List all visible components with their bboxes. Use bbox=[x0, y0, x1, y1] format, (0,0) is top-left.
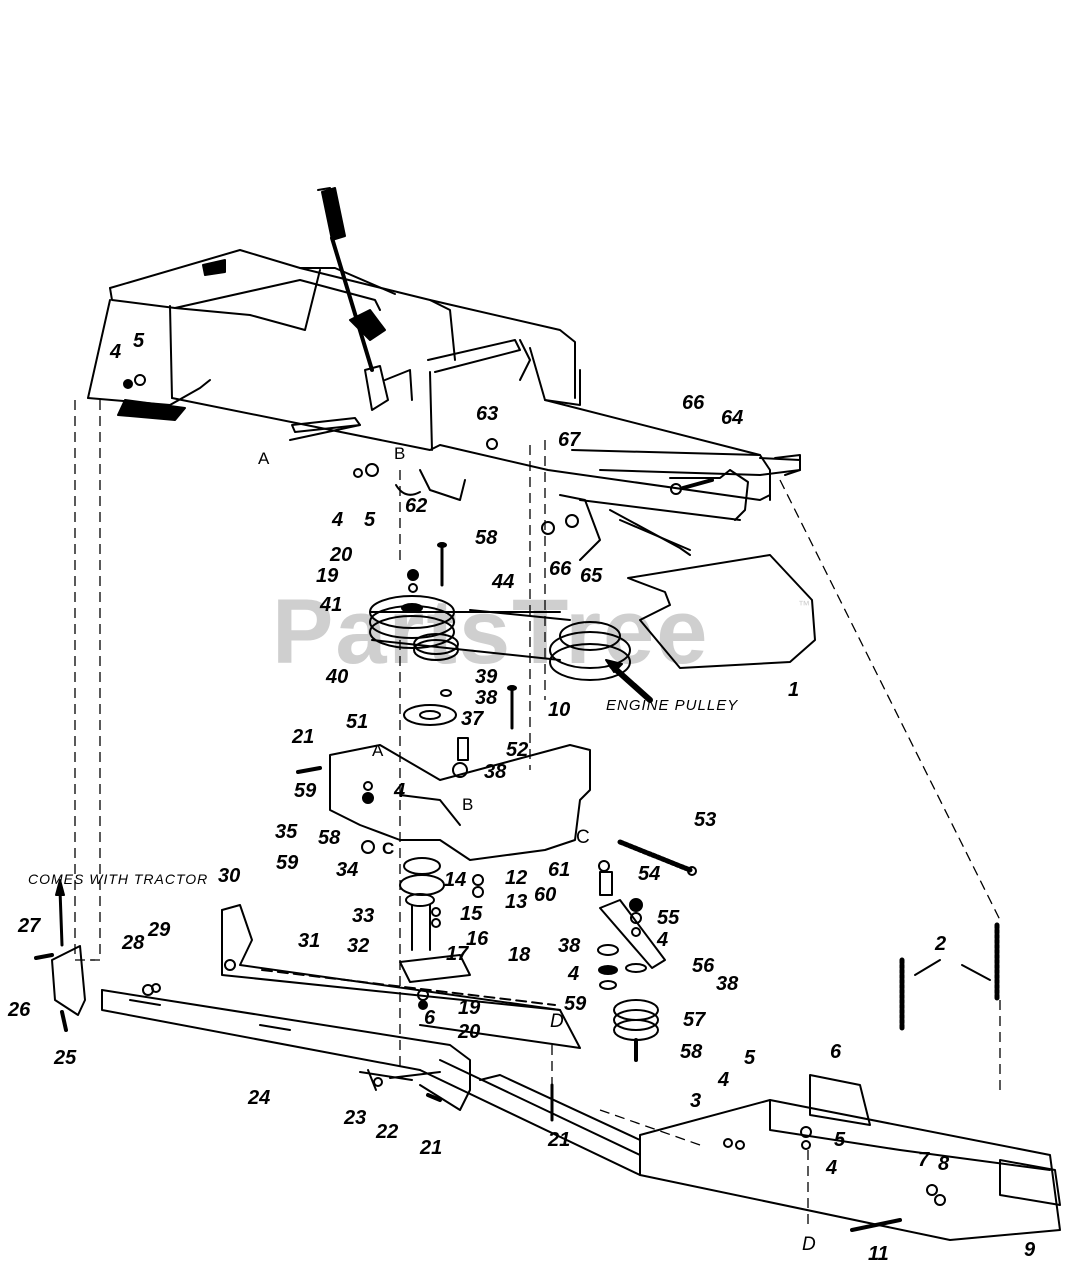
callout-1: 1 bbox=[788, 679, 800, 701]
callout-58: 58 bbox=[475, 527, 498, 549]
callout-2: 2 bbox=[935, 933, 947, 955]
callout-56: 56 bbox=[692, 955, 715, 977]
callout-24: 24 bbox=[248, 1087, 271, 1109]
callout-66: 66 bbox=[549, 558, 572, 580]
callout-4: 4 bbox=[332, 509, 344, 531]
callout-21: 21 bbox=[420, 1137, 443, 1159]
callout-4: 4 bbox=[568, 963, 580, 985]
callout-23: 23 bbox=[344, 1107, 367, 1129]
callout-30: 30 bbox=[218, 865, 241, 887]
callout-16: 16 bbox=[466, 928, 489, 950]
callout-21: 21 bbox=[292, 726, 315, 748]
callout-34: 34 bbox=[336, 859, 359, 881]
callout-5: 5 bbox=[133, 330, 145, 352]
callout-64: 64 bbox=[721, 407, 744, 429]
callout-4: 4 bbox=[110, 341, 122, 363]
callout-4: 4 bbox=[657, 929, 669, 951]
callout-3: 3 bbox=[690, 1090, 702, 1112]
callout-9: 9 bbox=[1024, 1239, 1036, 1261]
callout-40: 40 bbox=[326, 666, 349, 688]
ref-letter-c: C bbox=[382, 839, 395, 858]
ref-letter-a: A bbox=[258, 449, 270, 468]
callout-35: 35 bbox=[275, 821, 298, 843]
callout-52: 52 bbox=[506, 739, 529, 761]
callout-59: 59 bbox=[564, 993, 587, 1015]
ref-letter-b: B bbox=[462, 795, 474, 814]
callout-41: 41 bbox=[320, 594, 343, 616]
callout-6: 6 bbox=[424, 1007, 436, 1029]
callout-7: 7 bbox=[918, 1149, 930, 1171]
callout-57: 57 bbox=[683, 1009, 706, 1031]
callout-6: 6 bbox=[830, 1041, 842, 1063]
callout-28: 28 bbox=[122, 932, 145, 954]
callout-27: 27 bbox=[18, 915, 41, 937]
shift-lever bbox=[317, 187, 374, 372]
callout-15: 15 bbox=[460, 903, 483, 925]
callout-29: 29 bbox=[148, 919, 171, 941]
callout-38: 38 bbox=[484, 761, 507, 783]
ref-letter-d: D bbox=[802, 1234, 816, 1255]
callout-38: 38 bbox=[475, 687, 498, 709]
callout-5: 5 bbox=[364, 509, 376, 531]
tractor-frame bbox=[87, 249, 801, 561]
callout-19: 19 bbox=[458, 997, 481, 1019]
callout-37: 37 bbox=[461, 708, 484, 730]
callout-4: 4 bbox=[394, 780, 406, 802]
callout-66: 66 bbox=[682, 392, 705, 414]
callout-10: 10 bbox=[548, 699, 571, 721]
watermark-trademark: ™ bbox=[798, 598, 810, 612]
ref-letter-a: A bbox=[372, 741, 384, 760]
callout-4: 4 bbox=[718, 1069, 730, 1091]
callout-20: 20 bbox=[330, 544, 353, 566]
callout-25: 25 bbox=[54, 1047, 77, 1069]
callout-60: 60 bbox=[534, 884, 557, 906]
callout-20: 20 bbox=[458, 1021, 481, 1043]
ref-letter-d: D bbox=[550, 1011, 564, 1032]
callout-32: 32 bbox=[347, 935, 370, 957]
callout-14: 14 bbox=[444, 869, 467, 891]
callout-58: 58 bbox=[318, 827, 341, 849]
callout-61: 61 bbox=[548, 859, 571, 881]
callout-55: 55 bbox=[657, 907, 680, 929]
callout-13: 13 bbox=[505, 891, 528, 913]
callout-54: 54 bbox=[638, 863, 661, 885]
ref-letter-b: B bbox=[394, 444, 406, 463]
callout-26: 26 bbox=[8, 999, 31, 1021]
callout-51: 51 bbox=[346, 711, 369, 733]
callout-18: 18 bbox=[508, 944, 531, 966]
callout-5: 5 bbox=[834, 1129, 846, 1151]
callout-62: 62 bbox=[405, 495, 428, 517]
ref-letter-c: C bbox=[576, 827, 590, 848]
callout-11: 11 bbox=[868, 1243, 889, 1265]
callout-4: 4 bbox=[826, 1157, 838, 1179]
engine-pulley-label: ENGINE PULLEY bbox=[606, 697, 739, 714]
comes-with-tractor-label: COMES WITH TRACTOR bbox=[28, 871, 209, 887]
callout-5: 5 bbox=[744, 1047, 756, 1069]
callout-59: 59 bbox=[294, 780, 317, 802]
callout-19: 19 bbox=[316, 565, 339, 587]
bracket-35 bbox=[296, 737, 591, 861]
callout-63: 63 bbox=[476, 403, 499, 425]
callout-44: 44 bbox=[492, 571, 515, 593]
pulley-assembly bbox=[369, 542, 631, 730]
callout-39: 39 bbox=[475, 666, 498, 688]
callout-67: 67 bbox=[558, 429, 581, 451]
callout-33: 33 bbox=[352, 905, 375, 927]
callout-17: 17 bbox=[446, 943, 469, 965]
callout-38: 38 bbox=[558, 935, 581, 957]
callout-22: 22 bbox=[376, 1121, 399, 1143]
callout-12: 12 bbox=[505, 867, 528, 889]
callout-31: 31 bbox=[298, 930, 321, 952]
callout-53: 53 bbox=[694, 809, 717, 831]
callout-8: 8 bbox=[938, 1153, 950, 1175]
callout-65: 65 bbox=[580, 565, 603, 587]
callout-38: 38 bbox=[716, 973, 739, 995]
callout-58: 58 bbox=[680, 1041, 703, 1063]
callout-21: 21 bbox=[548, 1129, 571, 1151]
callout-59: 59 bbox=[276, 852, 299, 874]
